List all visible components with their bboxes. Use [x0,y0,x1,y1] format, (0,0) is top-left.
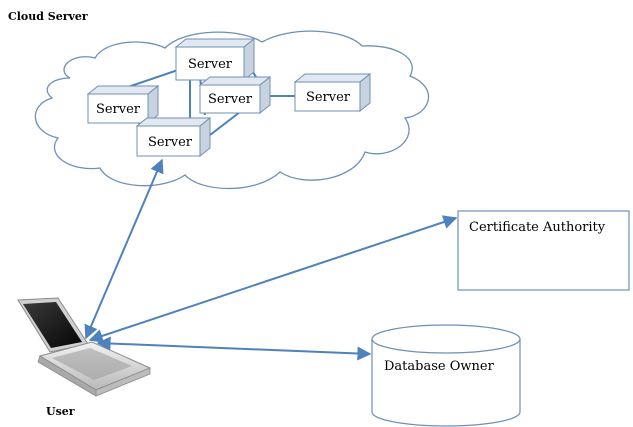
cloud-server-label: Cloud Server [8,10,88,23]
database-owner-label: Database Owner [384,359,495,374]
server-left: Server [86,84,160,125]
server-top: Server [174,37,256,82]
server-center: Server [135,116,212,158]
user-label: User [46,405,75,418]
database-owner-cylinder: Database Owner [371,324,521,427]
connection-arrows [84,158,458,361]
arrow-user-to-certificate-authority [88,215,458,343]
certificate-authority-label: Certificate Authority [469,220,606,235]
link-middle-to-center [209,111,241,136]
server-middle: Server [198,75,272,115]
laptop-icon [17,297,152,397]
link-left-to-top [124,69,179,89]
server-right: Server [293,72,372,113]
arrow-user-to-cloud [84,158,164,340]
server-label: Server [148,135,193,150]
certificate-authority-box: Certificate Authority [457,210,630,291]
arrow-user-to-database-owner [96,336,372,361]
server-label: Server [306,90,351,105]
server-label: Server [96,102,141,117]
server-label: Server [188,57,233,72]
server-label: Server [208,92,253,107]
